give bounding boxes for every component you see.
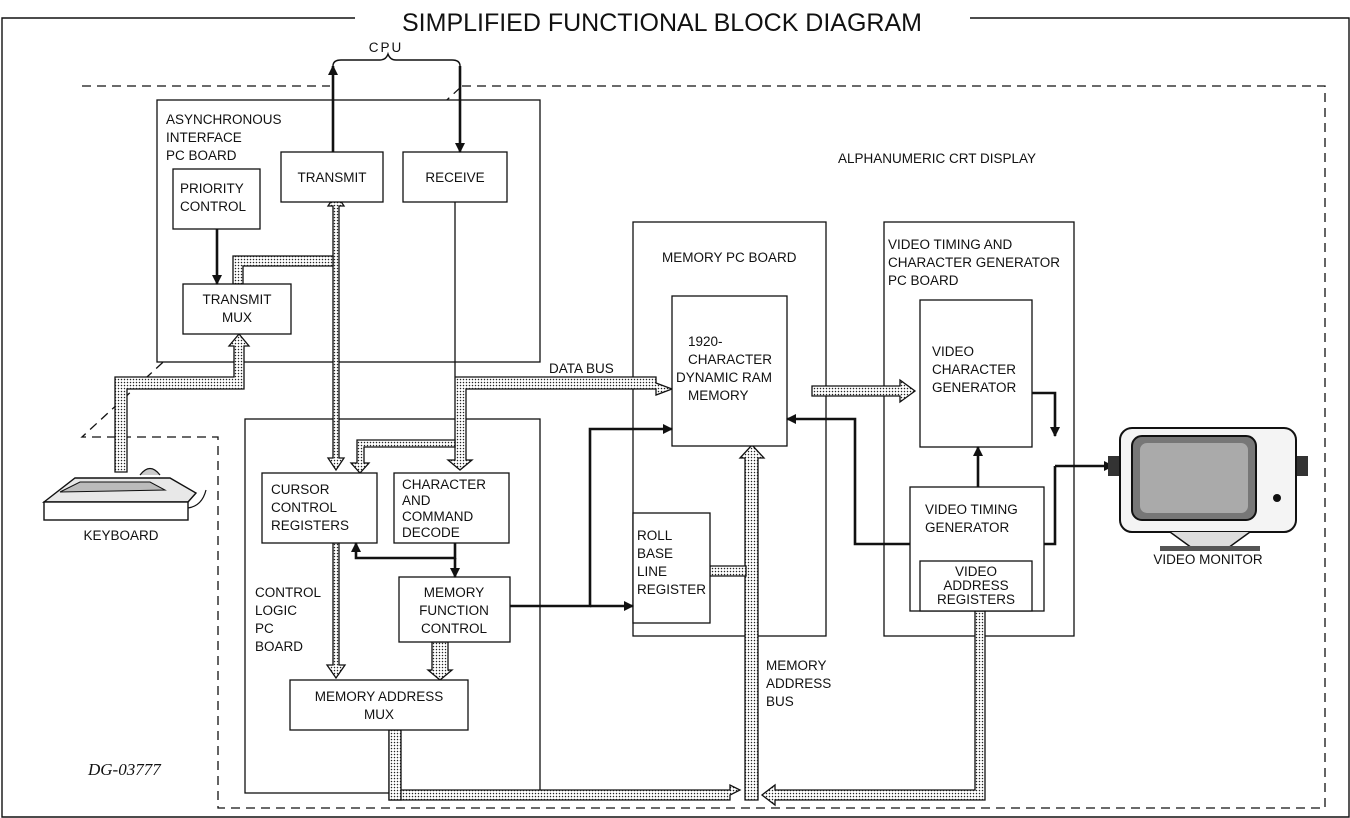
- svg-text:GENERATOR: GENERATOR: [925, 520, 1010, 535]
- svg-text:CHARACTER: CHARACTER: [932, 362, 1016, 377]
- video-board-label: VIDEO TIMING AND CHARACTER GENERATOR PC …: [888, 237, 1060, 288]
- svg-text:PC BOARD: PC BOARD: [166, 148, 237, 163]
- svg-text:BUS: BUS: [766, 694, 794, 709]
- svg-text:AND: AND: [402, 493, 431, 508]
- diagram-title: SIMPLIFIED FUNCTIONAL BLOCK DIAGRAM: [402, 9, 922, 37]
- svg-text:MEMORY: MEMORY: [688, 388, 749, 403]
- ram-memory-block: [671, 295, 788, 447]
- data-bus-branch-cursor: [349, 439, 456, 474]
- video-monitor-illustration: [1108, 427, 1308, 551]
- crt-display-boundary: [80, 85, 1326, 809]
- roll-register-block: [632, 512, 711, 624]
- svg-text:COMMAND: COMMAND: [402, 509, 473, 524]
- signal-lines: [212, 65, 1114, 611]
- transmit-cursor-bus: [326, 192, 346, 472]
- keyboard-illustration: [41, 467, 207, 521]
- keyboard-bus: [114, 332, 251, 473]
- svg-text:MUX: MUX: [222, 310, 252, 325]
- char-cmd-decode-block: [393, 472, 510, 544]
- svg-text:PC: PC: [255, 621, 274, 636]
- svg-text:INTERFACE: INTERFACE: [166, 130, 242, 145]
- svg-text:LINE: LINE: [637, 564, 667, 579]
- svg-text:MEMORY PC BOARD: MEMORY PC BOARD: [662, 250, 797, 265]
- svg-text:DYNAMIC RAM: DYNAMIC RAM: [676, 370, 772, 385]
- cursor-control-block: [261, 472, 378, 544]
- svg-text:TRANSMIT: TRANSMIT: [298, 170, 367, 185]
- drawing-number: DG-03777: [87, 760, 162, 779]
- svg-text:FUNCTION: FUNCTION: [419, 603, 489, 618]
- svg-text:DECODE: DECODE: [402, 525, 460, 540]
- svg-text:VIDEO: VIDEO: [932, 344, 974, 359]
- svg-text:CHARACTER: CHARACTER: [688, 352, 772, 367]
- svg-text:CONTROL: CONTROL: [180, 199, 246, 214]
- memory-board-label: MEMORY PC BOARD: [662, 250, 797, 265]
- svg-text:PRIORITY: PRIORITY: [180, 181, 244, 196]
- svg-text:ASYNCHRONOUS: ASYNCHRONOUS: [166, 112, 282, 127]
- display-label: ALPHANUMERIC CRT DISPLAY: [838, 151, 1036, 166]
- svg-text:ROLL: ROLL: [637, 528, 673, 543]
- transmit-mux-block: [182, 283, 292, 335]
- mem-addr-mux-block: [289, 679, 469, 731]
- blocks: [172, 151, 1045, 731]
- svg-text:MUX: MUX: [364, 707, 394, 722]
- block-labels: PRIORITY CONTROL TRANSMIT MUX TRANSMIT R…: [180, 170, 1018, 722]
- svg-text:MEMORY ADDRESS: MEMORY ADDRESS: [315, 689, 444, 704]
- svg-text:MEMORY: MEMORY: [424, 585, 485, 600]
- svg-text:CHARACTER: CHARACTER: [402, 477, 486, 492]
- shaded-buses: [114, 192, 986, 807]
- cpu-brace: [332, 51, 461, 67]
- video-char-gen-block: [919, 299, 1033, 448]
- async-board-label: ASYNCHRONOUS INTERFACE PC BOARD: [166, 112, 282, 163]
- svg-text:1920-: 1920-: [688, 334, 723, 349]
- svg-text:GENERATOR: GENERATOR: [932, 380, 1017, 395]
- svg-text:DATA BUS: DATA BUS: [549, 361, 614, 376]
- svg-text:CONTROL: CONTROL: [255, 585, 321, 600]
- keyboard-label: KEYBOARD: [83, 528, 158, 543]
- svg-text:CURSOR: CURSOR: [271, 482, 330, 497]
- addr-mux-bottom-bus: [388, 729, 402, 801]
- svg-text:CONTROL: CONTROL: [421, 621, 487, 636]
- svg-text:ADDRESS: ADDRESS: [766, 676, 831, 691]
- video-monitor-label: VIDEO MONITOR: [1153, 552, 1263, 567]
- mem-func-to-addr-mux-bus: [426, 641, 454, 681]
- memory-address-bus: [738, 444, 766, 801]
- svg-text:CHARACTER GENERATOR: CHARACTER GENERATOR: [888, 255, 1060, 270]
- svg-text:CONTROL: CONTROL: [271, 500, 337, 515]
- svg-text:VIDEO TIMING: VIDEO TIMING: [925, 502, 1018, 517]
- video-addr-return-bus: [760, 610, 986, 807]
- outer-frame: [1, 17, 1350, 818]
- data-bus: [446, 202, 674, 471]
- control-board-label: CONTROL LOGIC PC BOARD: [255, 585, 321, 654]
- svg-text:MEMORY: MEMORY: [766, 658, 827, 673]
- cpu-label: CPU: [369, 40, 404, 55]
- svg-text:PC BOARD: PC BOARD: [888, 273, 959, 288]
- cursor-to-addr-mux-bus: [325, 542, 347, 680]
- svg-text:REGISTER: REGISTER: [637, 582, 706, 597]
- svg-text:TRANSMIT: TRANSMIT: [203, 292, 272, 307]
- svg-text:BOARD: BOARD: [255, 639, 303, 654]
- svg-text:ADDRESS: ADDRESS: [943, 578, 1008, 593]
- svg-text:REGISTERS: REGISTERS: [271, 518, 349, 533]
- svg-text:LOGIC: LOGIC: [255, 603, 297, 618]
- svg-text:REGISTERS: REGISTERS: [937, 592, 1015, 607]
- mem-func-control-block: [398, 576, 511, 643]
- addr-mux-to-address-bus: [388, 730, 742, 801]
- svg-text:VIDEO: VIDEO: [955, 564, 997, 579]
- svg-text:BASE: BASE: [637, 546, 673, 561]
- svg-text:RECEIVE: RECEIVE: [425, 170, 484, 185]
- bus-labels: DATA BUS MEMORY ADDRESS BUS: [549, 361, 831, 709]
- roll-to-address-bus: [709, 565, 747, 577]
- video-addr-reg-block: [919, 560, 1033, 612]
- ram-to-char-gen-bus: [811, 378, 917, 404]
- svg-text:VIDEO TIMING AND: VIDEO TIMING AND: [888, 237, 1013, 252]
